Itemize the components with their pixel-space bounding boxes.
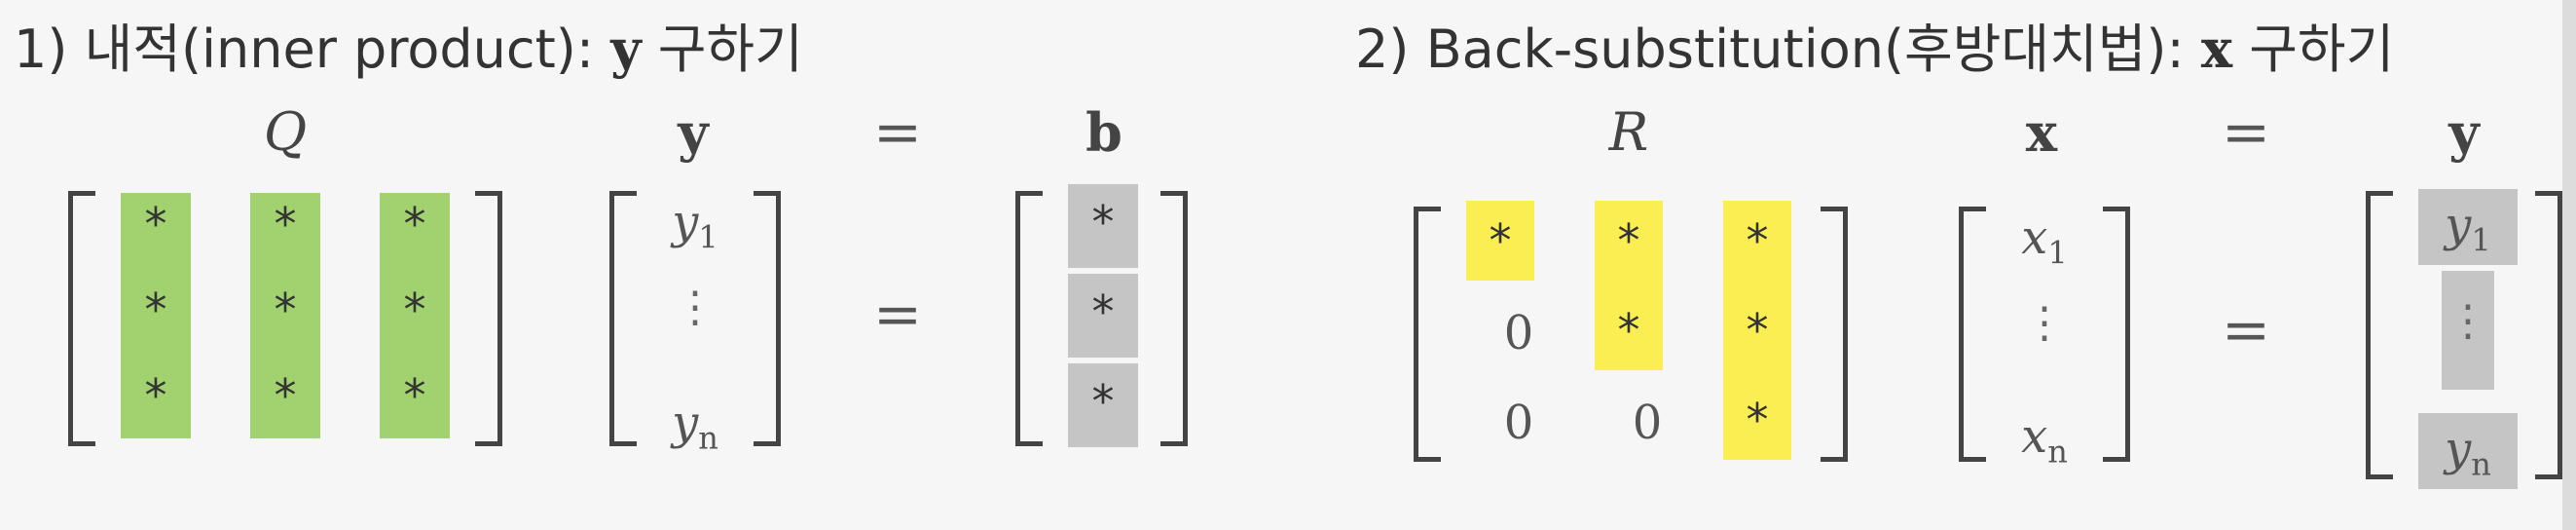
y-entry-n-base: y [672, 396, 699, 450]
y-left-bracket [609, 191, 637, 446]
x-entry-1: x1 [1976, 210, 2113, 281]
section2-label-x: x [2025, 101, 2058, 164]
b-entry: * [1089, 375, 1117, 428]
y-right-bracket [754, 191, 781, 446]
rhs-y-left-bracket [2366, 191, 2393, 479]
r-entry: * [1744, 304, 1771, 357]
r-zero: 0 [1503, 306, 1534, 360]
y-entry-1: y1 [627, 195, 763, 265]
y-entry-n-sub: n [698, 419, 718, 457]
rhs-y-entry-n: yn [2400, 422, 2536, 492]
q-entry: * [142, 284, 169, 336]
q-entry: * [401, 198, 428, 250]
section1-heading-var: y [610, 18, 642, 80]
rhs-y-cell-n [2418, 413, 2518, 489]
q-entry: * [272, 369, 299, 422]
rhs-y-cell-dots [2442, 271, 2494, 390]
section1-label-b: b [1086, 101, 1122, 164]
q-entry: * [272, 284, 299, 336]
y-entry-n: yn [627, 396, 763, 466]
section1-label-q: Q [263, 101, 308, 163]
section2-label-equals: = [2221, 98, 2271, 167]
r-column-3 [1723, 201, 1791, 460]
x-entry-n-sub: n [2047, 433, 2068, 471]
rhs-y-entry-n-sub: n [2471, 445, 2491, 483]
rhs-y-entry-1-sub: 1 [2471, 221, 2491, 259]
section1-heading-text: 1) 내적(inner product): [14, 19, 611, 80]
r-cell-1-1 [1466, 201, 1534, 281]
b-cell-2 [1068, 274, 1138, 358]
b-entry: * [1089, 196, 1117, 248]
x-entry-n: xn [1976, 409, 2113, 479]
q-entry: * [142, 198, 169, 250]
b-left-bracket [1015, 191, 1043, 446]
rhs-y-vdots: ⋮ [2447, 296, 2489, 346]
section2-heading-var: x [2200, 18, 2233, 80]
q-column-1 [121, 193, 191, 438]
r-entry: * [1744, 214, 1771, 267]
q-column-2 [250, 193, 320, 438]
section1-heading: 1) 내적(inner product): y 구하기 [14, 14, 803, 85]
y-entry-1-base: y [672, 195, 699, 249]
rhs-y-entry-1-base: y [2445, 198, 2472, 252]
q-entry: * [142, 369, 169, 422]
x-entry-n-base: x [2021, 409, 2048, 464]
section1-equals: = [872, 281, 923, 349]
r-entry: * [1487, 214, 1514, 267]
x-right-bracket [2103, 207, 2130, 462]
b-right-bracket [1160, 191, 1188, 446]
r-zero: 0 [1503, 396, 1534, 450]
section2-heading-suffix: 구하기 [2232, 19, 2395, 80]
q-right-bracket [475, 191, 502, 446]
y-vdots: ⋮ [674, 283, 717, 332]
r-zero: 0 [1632, 396, 1663, 450]
x-entry-1-sub: 1 [2047, 234, 2068, 272]
rhs-y-cell-1 [2418, 189, 2518, 265]
q-entry: * [401, 284, 428, 336]
b-cell-3 [1068, 363, 1138, 447]
section1-label-equals: = [872, 98, 923, 167]
q-entry: * [272, 198, 299, 250]
right-edge-border [2562, 0, 2576, 530]
y-entry-1-sub: 1 [698, 218, 718, 256]
section1-label-y: y [678, 101, 709, 164]
q-entry: * [401, 369, 428, 422]
rhs-y-right-bracket [2535, 191, 2562, 479]
x-vdots: ⋮ [2023, 298, 2066, 348]
r-entry: * [1615, 214, 1642, 267]
b-entry: * [1089, 285, 1117, 338]
r-left-bracket [1414, 207, 1441, 462]
x-entry-1-base: x [2021, 210, 2048, 265]
section2-heading-text: 2) Back-substitution(후방대치법): [1355, 19, 2201, 80]
section2-equals: = [2221, 296, 2271, 364]
r-entry: * [1615, 304, 1642, 357]
section2-heading: 2) Back-substitution(후방대치법): x 구하기 [1355, 14, 2394, 85]
section2-label-y: y [2448, 101, 2480, 164]
r-right-bracket [1821, 207, 1848, 462]
x-left-bracket [1959, 207, 1986, 462]
rhs-y-entry-n-base: y [2445, 422, 2472, 476]
r-entry: * [1744, 394, 1771, 446]
q-column-3 [380, 193, 450, 438]
b-cell-1 [1068, 184, 1138, 268]
r-column-2-upper [1595, 201, 1663, 370]
section1-heading-suffix: 구하기 [641, 19, 803, 80]
q-left-bracket [68, 191, 95, 446]
rhs-y-entry-1: y1 [2400, 198, 2536, 268]
section2-label-r: R [1608, 101, 1649, 163]
